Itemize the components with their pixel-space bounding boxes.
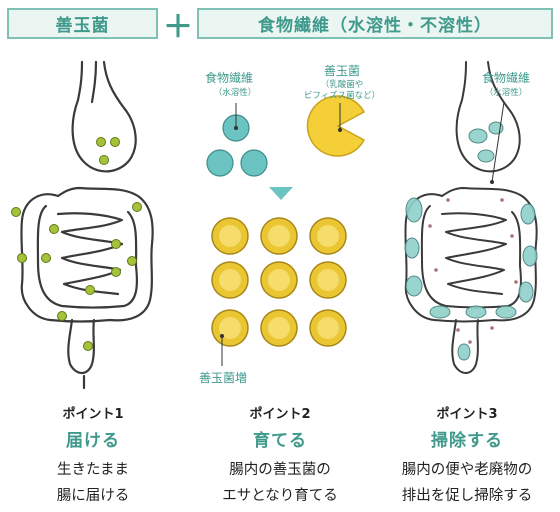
- bacteria-label: 善玉菌: [323, 64, 360, 78]
- left-bacteria-dots: [11, 137, 142, 351]
- point-title: 届ける: [66, 431, 120, 451]
- grown-bacteria-grid: [211, 217, 347, 347]
- fiber-sub-label: （水溶性）: [213, 88, 257, 98]
- intestine-left-illustration: [20, 60, 154, 390]
- point-description: 腸内の善玉菌の エサとなり育てる: [187, 457, 373, 509]
- description-line: 腸に届ける: [56, 488, 130, 504]
- fiber-spheres: [206, 114, 268, 177]
- point-3: ポイント3 掃除する 腸内の便や老廃物の 排出を促し掃除する: [374, 403, 560, 509]
- down-arrow-icon: [269, 187, 293, 200]
- point-description: 生きたまま 腸に届ける: [0, 457, 186, 509]
- right-fiber-sub-label: （水溶性）: [484, 88, 528, 98]
- description-line: エサとなり育てる: [222, 488, 338, 504]
- point-number: ポイント2: [249, 407, 311, 422]
- fiber-blobs-right: [404, 121, 538, 361]
- point-1: ポイント1 届ける 生きたまま 腸に届ける: [0, 403, 186, 509]
- point-title: 掃除する: [431, 431, 503, 451]
- waste-particles: [428, 198, 518, 344]
- header-probiotics: 善玉菌: [7, 8, 158, 39]
- bacteria-pacman: [306, 95, 366, 157]
- header-dietary-fiber: 食物繊維（水溶性・不溶性）: [197, 8, 553, 39]
- fiber-label: 食物繊維: [205, 71, 254, 85]
- bacteria-sub-label-2: ビフィズス菌など）: [303, 91, 381, 101]
- description-line: 生きたまま: [56, 462, 130, 478]
- bacteria-sub-label-1: （乳酸菌や: [320, 80, 364, 90]
- point-2: ポイント2 育てる 腸内の善玉菌の エサとなり育てる: [187, 403, 373, 509]
- intestine-right-illustration: [404, 61, 538, 374]
- right-fiber-label: 食物繊維: [481, 71, 530, 85]
- point-number: ポイント3: [436, 407, 498, 422]
- description-line: 排出を促し掃除する: [401, 488, 533, 504]
- point-description: 腸内の便や老廃物の 排出を促し掃除する: [374, 457, 560, 509]
- plus-sign: ＋: [163, 9, 193, 45]
- point-title: 育てる: [253, 431, 307, 451]
- bacteria-increase-label: 善玉菌増: [198, 371, 247, 385]
- point-number: ポイント1: [62, 407, 124, 422]
- description-line: 腸内の便や老廃物の: [401, 462, 533, 478]
- description-line: 腸内の善玉菌の: [229, 462, 331, 478]
